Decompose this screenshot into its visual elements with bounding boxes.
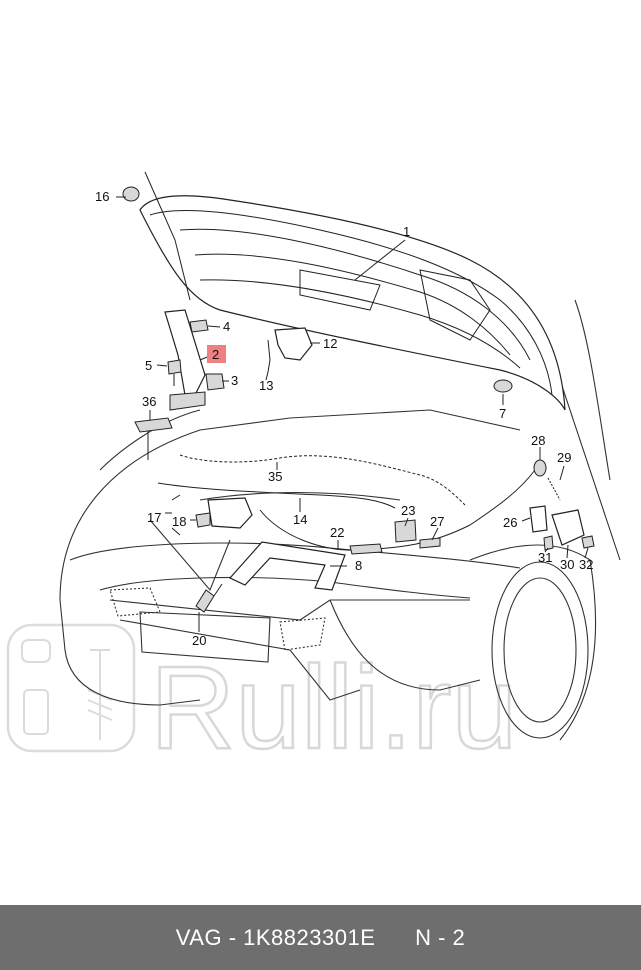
part-8-carrier [229, 541, 346, 591]
callout-1: 1 [403, 224, 410, 239]
hood [139, 195, 566, 411]
part-22-cable [259, 469, 536, 555]
part-28-handle [533, 459, 547, 477]
callouts: 16 1 4 2 5 3 12 13 7 36 28 29 35 23 17 1… [95, 189, 593, 648]
part-20-bolt [195, 583, 223, 613]
callout-8: 8 [355, 558, 362, 573]
callout-29: 29 [557, 450, 571, 465]
callout-23: 23 [401, 503, 415, 518]
callout-26: 26 [503, 515, 517, 530]
callout-12: 12 [323, 336, 337, 351]
footer-gap [375, 925, 415, 951]
leader-lines [116, 196, 589, 632]
watermark: Rulli.ru [6, 623, 518, 775]
callout-36: 36 [142, 394, 156, 409]
callout-28: 28 [531, 433, 545, 448]
callout-18: 18 [172, 514, 186, 529]
part-7-grommet [493, 379, 513, 393]
hood-parts-diagram: Rulli.ru [6, 171, 621, 775]
callout-3: 3 [231, 373, 238, 388]
callout-35: 35 [268, 469, 282, 484]
part-4-bolt [189, 319, 209, 333]
footer-separator: - [222, 924, 244, 950]
part-14-cable [157, 482, 396, 509]
watermark-logo-frame [6, 623, 136, 753]
part-32-clip [581, 535, 595, 549]
part-3-nut [205, 373, 225, 391]
part-31-bolt [543, 535, 554, 551]
callout-5: 5 [145, 358, 152, 373]
footer-brand: VAG [175, 924, 223, 950]
part-12-hinge [267, 327, 313, 373]
part-30-bracket [551, 509, 585, 546]
callout-2-highlight [207, 345, 226, 363]
callout-32: 32 [579, 557, 593, 572]
part-18-lock [195, 497, 253, 529]
watermark-logo-oilcan [21, 639, 51, 663]
car-body [59, 299, 621, 741]
footer-part-number: 1K8823301E [243, 924, 376, 950]
part-36-bracket [134, 417, 173, 433]
callout-7: 7 [499, 406, 506, 421]
callout-30: 30 [560, 557, 574, 572]
callout-13: 13 [259, 378, 273, 393]
callout-14: 14 [293, 512, 307, 527]
callout-22: 22 [330, 525, 344, 540]
part-35-seal [179, 454, 466, 506]
footer-bar: VAG - 1K8823301E N - 2 [0, 905, 641, 970]
callout-2: 2 [212, 347, 219, 362]
callout-31: 31 [538, 550, 552, 565]
footer-position: N - 2 [415, 924, 466, 950]
part-26-lever [529, 505, 548, 533]
watermark-text: Rulli.ru [150, 642, 517, 774]
watermark-logo-bottle [23, 689, 49, 735]
part-29-spring [547, 477, 561, 501]
callout-16: 16 [95, 189, 109, 204]
part-5-screw [167, 359, 182, 386]
callout-4: 4 [223, 319, 230, 334]
hood-stay [147, 309, 206, 460]
part-16-bumper [122, 171, 191, 301]
callout-17: 17 [147, 510, 161, 525]
callout-27: 27 [430, 514, 444, 529]
callout-20: 20 [192, 633, 206, 648]
